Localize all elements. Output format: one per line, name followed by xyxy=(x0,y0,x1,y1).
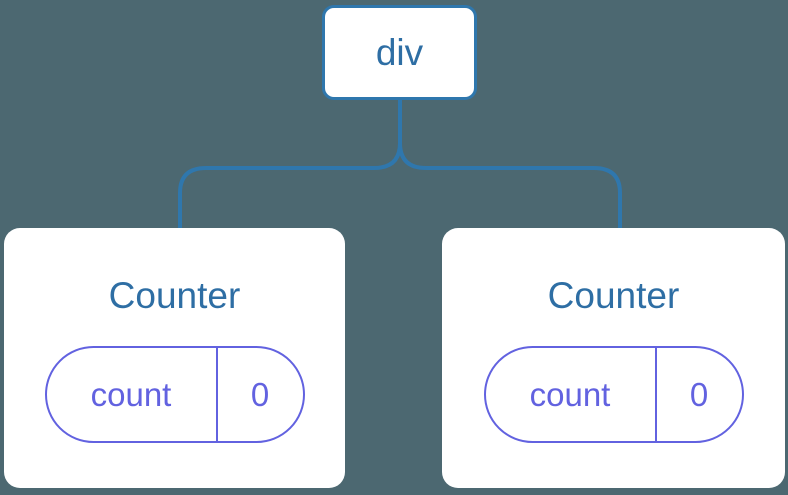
root-node-label: div xyxy=(375,32,424,73)
state-pill: count 0 xyxy=(44,346,305,443)
state-key: count xyxy=(486,348,657,441)
component-name: Counter xyxy=(547,275,680,316)
counter-card-left: Counter count 0 xyxy=(4,228,345,488)
connector-right-branch xyxy=(398,100,622,228)
connector-left-branch xyxy=(178,100,402,228)
tree-node-div: div xyxy=(322,5,477,100)
component-name: Counter xyxy=(108,275,241,316)
tree-connector xyxy=(178,100,622,228)
state-value: 0 xyxy=(250,375,270,413)
state-value: 0 xyxy=(689,375,709,413)
state-pill: count 0 xyxy=(483,346,744,443)
counter-card-right: Counter count 0 xyxy=(442,228,785,488)
state-key: count xyxy=(47,348,218,441)
